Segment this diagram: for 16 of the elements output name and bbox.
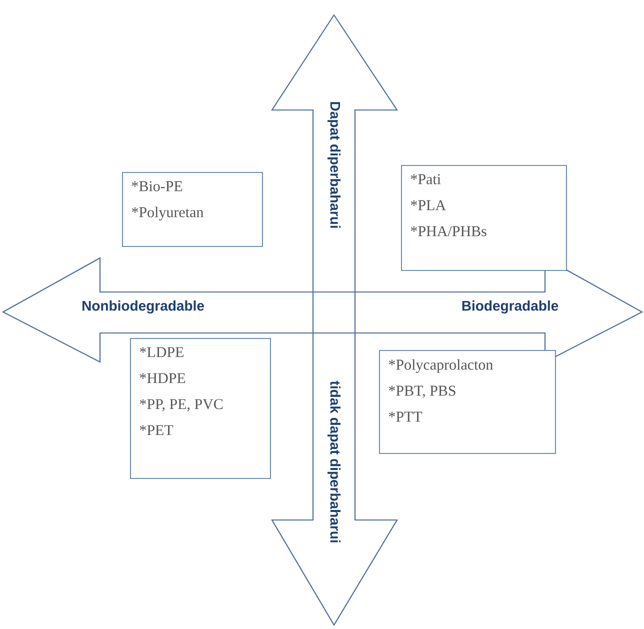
list-box: [379, 350, 556, 454]
list-box: [130, 338, 271, 479]
node-label: *HDPE: [140, 373, 186, 384]
item-list: *LDPE *HDPE *PP, PE, PVC *PET: [140, 347, 223, 436]
list-box: [401, 165, 567, 271]
axis-label: tidak dapat diperbaharui: [327, 380, 341, 542]
axis-label: Dapat diperbaharui: [327, 102, 341, 228]
list-box: [122, 172, 263, 247]
node-label: *PP, PE, PVC: [140, 399, 223, 412]
axis-label: Biodegradable: [462, 300, 558, 314]
node-label: *LDPE: [140, 347, 184, 358]
node-label: *PET: [140, 425, 174, 436]
item-list: *Pati *PLA *PHA/PHBs: [410, 174, 486, 236]
item-list: *Polycaprolacton *PBT, PBS *PTT: [388, 359, 493, 422]
axis-label: Nonbiodegradable: [82, 300, 204, 314]
item-list: *Bio-PE *Polyuretan: [132, 181, 204, 220]
